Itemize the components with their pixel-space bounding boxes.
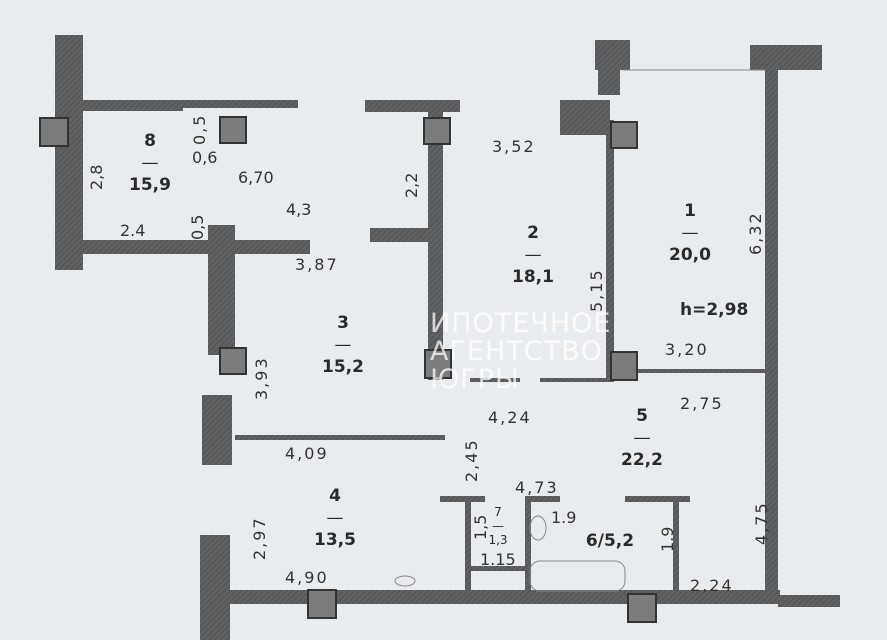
dim-label: 0,6 bbox=[192, 148, 218, 167]
room-area: 1,3 bbox=[488, 533, 508, 547]
room-area: 15,9 bbox=[129, 175, 171, 195]
room-dash: — bbox=[492, 519, 504, 533]
room-dash: — bbox=[334, 335, 352, 355]
bathroom-label: 6/5,2 bbox=[585, 531, 635, 551]
dim-label: 2,75 bbox=[680, 394, 724, 413]
dim-label: 4,3 bbox=[286, 200, 312, 219]
dim-label: 2,8 bbox=[87, 164, 106, 190]
room-number: 7 bbox=[494, 505, 502, 519]
watermark-line: ИПОТЕЧНОЕ bbox=[430, 308, 612, 339]
dim-label: 4,73 bbox=[515, 478, 559, 497]
ceiling-height: h=2,98 bbox=[680, 300, 749, 320]
dim-label: 3,20 bbox=[665, 340, 709, 359]
room-number: 4 bbox=[329, 486, 341, 506]
dim-label: 1.15 bbox=[480, 550, 516, 569]
room-4-label: 4—13,5 bbox=[305, 485, 365, 551]
watermark: ИПОТЕЧНОЕ АГЕНТСТВО ЮГРЫ bbox=[430, 310, 611, 394]
room-area: 20,0 bbox=[669, 245, 711, 265]
room-number: 2 bbox=[527, 223, 539, 243]
walls bbox=[55, 35, 840, 640]
dim-label: 3,93 bbox=[252, 356, 271, 400]
dim-label: 4,24 bbox=[488, 408, 532, 427]
dim-label: 0,5 bbox=[190, 113, 209, 145]
room-dash: — bbox=[141, 153, 159, 173]
room-8-label: 8—15,9 bbox=[120, 130, 180, 196]
room-dash: — bbox=[633, 428, 651, 448]
dim-label: 6,32 bbox=[746, 211, 765, 255]
room-area: 15,2 bbox=[322, 357, 364, 377]
dim-label: 2.4 bbox=[120, 221, 146, 240]
dim-label: 0,5 bbox=[188, 214, 207, 240]
room-area: 13,5 bbox=[314, 530, 356, 550]
dim-label: 4,90 bbox=[285, 568, 329, 587]
room-number: 3 bbox=[337, 313, 349, 333]
dim-label: 1.9 bbox=[551, 508, 577, 527]
dim-label: 2,24 bbox=[690, 576, 734, 595]
room-5-label: 5—22,2 bbox=[612, 405, 672, 471]
dim-label: 1,5 bbox=[471, 514, 490, 540]
room-dash: — bbox=[326, 508, 344, 528]
dim-label: 4,75 bbox=[752, 501, 771, 545]
room-7-label: 7—1,3 bbox=[468, 505, 528, 547]
room-number: 5 bbox=[636, 406, 648, 426]
room-number: 1 bbox=[684, 201, 696, 221]
room-dash: — bbox=[524, 245, 542, 265]
watermark-line: АГЕНТСТВО bbox=[430, 336, 603, 367]
dim-label: 3,87 bbox=[295, 255, 339, 274]
room-2-label: 2—18,1 bbox=[503, 222, 563, 288]
dim-label: 5,15 bbox=[587, 268, 606, 312]
dim-label: 1.9 bbox=[658, 526, 677, 552]
columns bbox=[39, 116, 657, 623]
fixtures bbox=[394, 69, 765, 592]
room-area: 22,2 bbox=[621, 450, 663, 470]
dim-label: 2,2 bbox=[402, 172, 421, 198]
room-1-label: 1—20,0 bbox=[660, 200, 720, 266]
dim-label: 6,70 bbox=[238, 168, 274, 187]
dim-label: 4,09 bbox=[285, 444, 329, 463]
dim-label: 2,45 bbox=[462, 438, 481, 482]
room-area: 18,1 bbox=[512, 267, 554, 287]
dim-label: 3,52 bbox=[492, 137, 536, 156]
room-3-label: 3—15,2 bbox=[313, 312, 373, 378]
dim-label: 2,97 bbox=[250, 516, 269, 560]
watermark-line: ЮГРЫ bbox=[430, 364, 520, 395]
room-number: 8 bbox=[144, 131, 156, 151]
room-dash: — bbox=[681, 223, 699, 243]
